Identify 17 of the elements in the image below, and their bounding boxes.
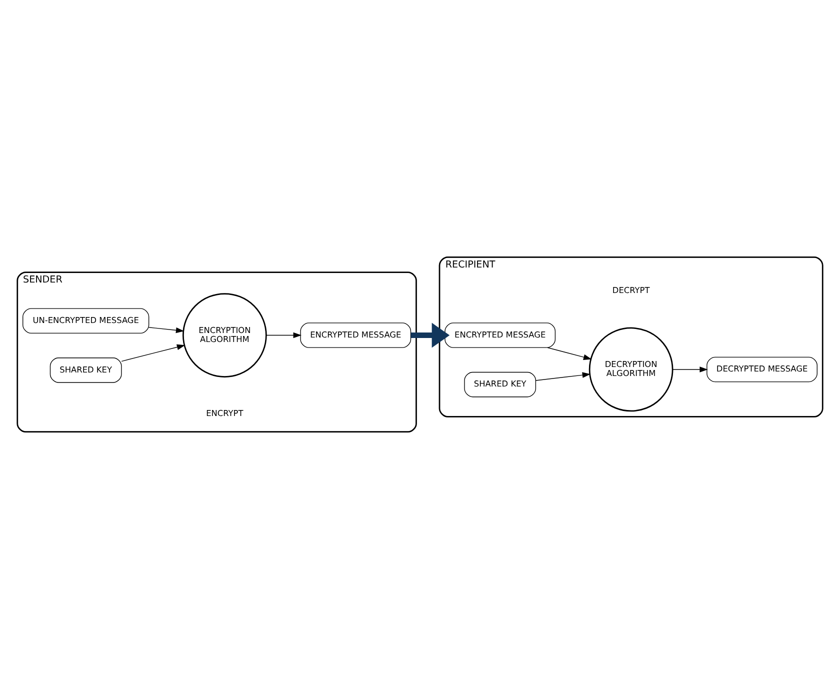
node-box: UN-ENCRYPTED MESSAGE <box>22 308 150 334</box>
node-circle: ENCRYPTION ALGORITHM <box>182 292 267 377</box>
node-box: SHARED KEY <box>50 357 122 382</box>
node-label: ENCRYPT <box>206 408 244 418</box>
arrow <box>410 322 450 348</box>
arrow <box>148 326 184 333</box>
arrow <box>266 332 302 338</box>
arrow <box>547 346 592 360</box>
arrow <box>536 372 591 380</box>
node-label: DECRYPT <box>612 284 650 294</box>
node-circle: DECRYPTION ALGORITHM <box>588 326 674 412</box>
node-box: ENCRYPTED MESSAGE <box>300 322 412 348</box>
node-box: SHARED KEY <box>464 371 536 397</box>
arrow <box>121 344 186 362</box>
arrow <box>672 366 708 372</box>
node-box: DECRYPTED MESSAGE <box>706 356 818 382</box>
node-box: ENCRYPTED MESSAGE <box>444 322 556 348</box>
